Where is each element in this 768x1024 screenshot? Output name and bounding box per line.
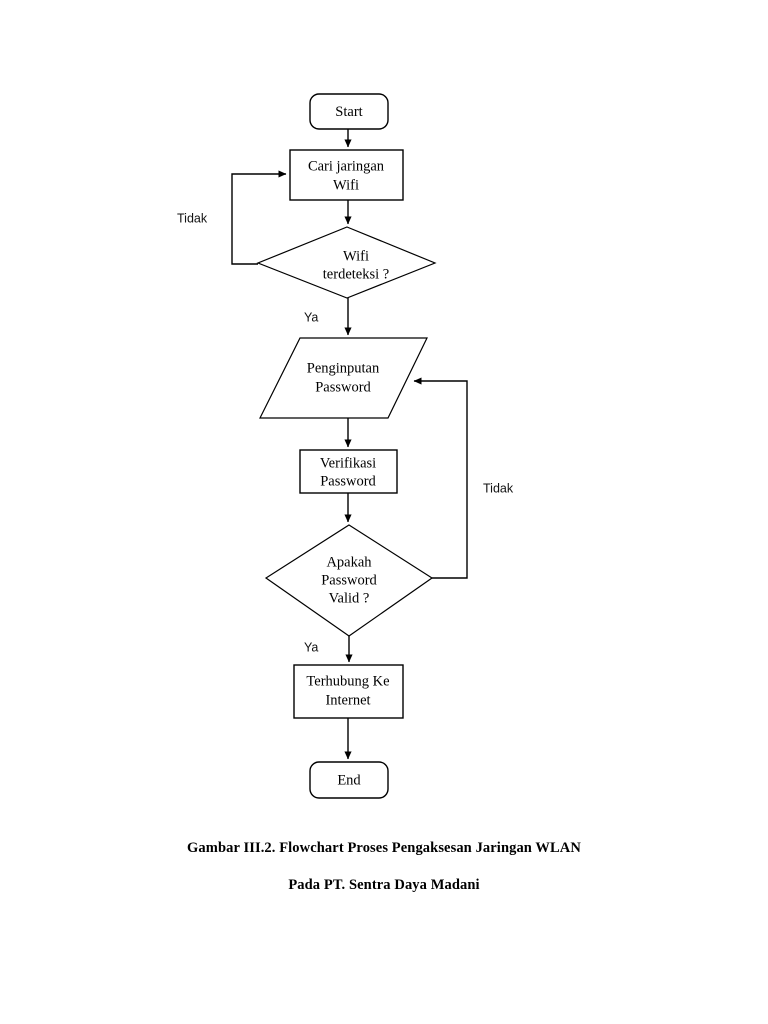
pass-check-decision-shape (264, 524, 434, 637)
connector-pass-check-no-loop (413, 377, 468, 579)
input-password-parallelogram-shape (259, 337, 428, 419)
connected-label-line-2: Internet (325, 692, 370, 708)
branch-label-pass-yes: Ya (304, 640, 318, 654)
start-label: Start (335, 104, 362, 120)
branch-label-pass-no: Tidak (483, 481, 514, 495)
wifi-check-label-line-2: terdeteksi ? (323, 266, 389, 282)
node-verifikasi-password[interactable]: Verifikasi Password (299, 449, 398, 494)
end-label: End (337, 772, 361, 788)
node-wifi-terdeteksi-decision[interactable]: Wifi terdeteksi ? (256, 226, 437, 299)
input-password-label-line-1: Penginputan (307, 360, 380, 376)
connected-label-line-1: Terhubung Ke (306, 673, 389, 689)
pass-check-label-line-1: Apakah (326, 554, 372, 570)
verifikasi-label-line-2: Password (320, 473, 376, 489)
input-password-label-line-2: Password (315, 379, 371, 395)
end-terminator-shape (309, 761, 389, 799)
node-terhubung-ke-internet[interactable]: Terhubung Ke Internet (293, 664, 404, 719)
verifikasi-label-line-1: Verifikasi (320, 455, 376, 471)
pass-check-label-line-2: Password (321, 572, 377, 588)
cari-wifi-label-line-2: Wifi (333, 177, 359, 193)
figure-caption-line-2: Pada PT. Sentra Daya Madani (288, 877, 480, 893)
node-start[interactable]: Start (309, 93, 389, 130)
start-terminator-shape (309, 93, 389, 130)
node-penginputan-password[interactable]: Penginputan Password (259, 337, 428, 419)
connected-process-shape (293, 664, 404, 719)
verifikasi-process-shape (299, 449, 398, 494)
pass-check-label-line-3: Valid ? (329, 590, 370, 606)
figure-caption-line-1: Gambar III.2. Flowchart Proses Pengakses… (187, 840, 581, 856)
node-end[interactable]: End (309, 761, 389, 799)
wifi-check-decision-shape (256, 226, 437, 299)
node-apakah-password-valid-decision[interactable]: Apakah Password Valid ? (264, 524, 434, 637)
branch-label-wifi-no: Tidak (177, 211, 208, 225)
node-cari-jaringan-wifi[interactable]: Cari jaringan Wifi (289, 149, 404, 201)
cari-wifi-label-line-1: Cari jaringan (308, 158, 385, 174)
branch-label-wifi-yes: Ya (304, 310, 318, 324)
connector-wifi-check-no-loop (231, 170, 287, 265)
wifi-check-label-line-1: Wifi (343, 248, 369, 264)
cari-wifi-process-shape (289, 149, 404, 201)
